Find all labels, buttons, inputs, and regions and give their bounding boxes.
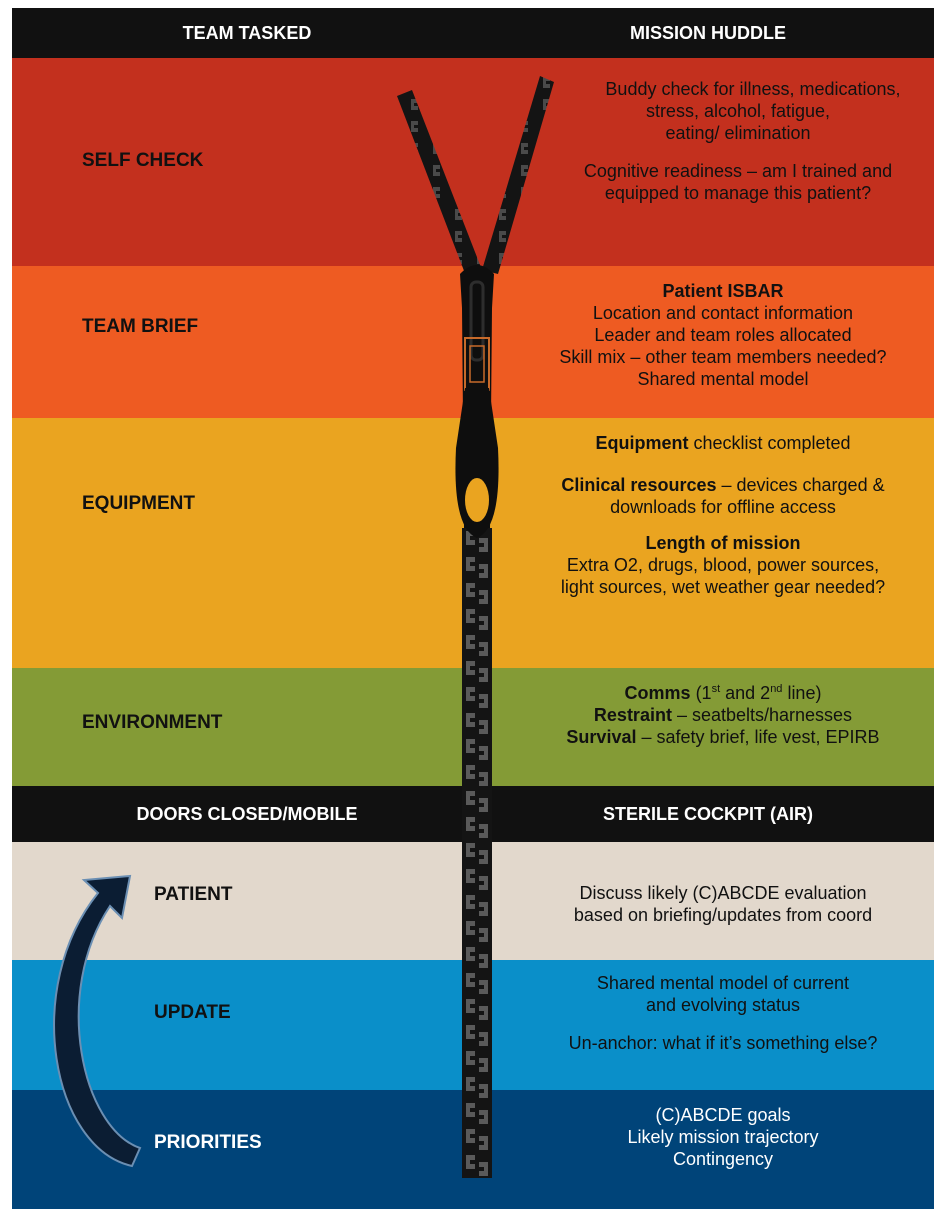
update-label: UPDATE <box>154 1002 231 1023</box>
mission-huddle-diagram: TEAM TASKED MISSION HUDDLE SELF CHECK Bu… <box>12 8 934 1209</box>
team-brief-line: Location and contact information <box>592 303 854 323</box>
priorities-text: (C)ABCDE goals Likely mission trajectory… <box>512 1104 934 1170</box>
divider-right: STERILE COCKPIT (AIR) <box>603 803 813 824</box>
header-bar: TEAM TASKED MISSION HUDDLE <box>12 8 934 58</box>
team-brief-title: Patient ISBAR <box>662 281 784 301</box>
self-check-band: SELF CHECK Buddy check for illness, medi… <box>12 58 934 266</box>
self-check-line: eating/ elimination <box>665 123 811 143</box>
team-brief-band: TEAM BRIEF Patient ISBAR Location and co… <box>12 266 934 418</box>
environment-label: ENVIRONMENT <box>82 712 223 733</box>
update-text: Shared mental model of current and evolv… <box>512 972 934 1054</box>
header-right: MISSION HUDDLE <box>629 22 786 43</box>
patient-text: Discuss likely (C)ABCDE evaluation based… <box>512 882 934 926</box>
divider-bar: DOORS CLOSED/MOBILE STERILE COCKPIT (AIR… <box>12 786 934 842</box>
environment-text: Comms (1st and 2nd line) Restraint – sea… <box>512 682 934 748</box>
equipment-line: light sources, wet weather gear needed? <box>560 577 886 597</box>
patient-label: PATIENT <box>154 884 233 905</box>
patient-line: based on briefing/updates from coord <box>573 905 873 925</box>
team-brief-text: Patient ISBAR Location and contact infor… <box>512 280 934 390</box>
equipment-text: Equipment checklist completed Clinical r… <box>512 432 934 598</box>
equipment-label: EQUIPMENT <box>82 493 195 514</box>
equipment-line: Clinical resources – devices charged & <box>561 475 885 495</box>
patient-line: Discuss likely (C)ABCDE evaluation <box>579 883 867 903</box>
environment-line: Survival – safety brief, life vest, EPIR… <box>566 727 880 747</box>
team-brief-line: Shared mental model <box>637 369 809 389</box>
divider-left: DOORS CLOSED/MOBILE <box>136 803 358 824</box>
self-check-line: stress, alcohol, fatigue, <box>645 101 831 121</box>
priorities-band: PRIORITIES (C)ABCDE goals Likely mission… <box>12 1090 934 1209</box>
environment-line: Comms (1st and 2nd line) <box>624 683 822 703</box>
self-check-line: Buddy check for illness, medications, <box>605 79 901 99</box>
environment-line: Restraint – seatbelts/harnesses <box>593 705 853 725</box>
team-brief-line: Skill mix – other team members needed? <box>559 347 887 367</box>
team-brief-line: Leader and team roles allocated <box>594 325 852 345</box>
update-line: Un-anchor: what if it’s something else? <box>568 1033 878 1053</box>
priorities-line: Contingency <box>672 1149 774 1169</box>
equipment-band: EQUIPMENT Equipment checklist completed … <box>12 418 934 668</box>
priorities-label: PRIORITIES <box>154 1132 262 1153</box>
equipment-line: Equipment checklist completed <box>595 433 851 453</box>
self-check-label: SELF CHECK <box>82 150 204 171</box>
equipment-line: Length of mission <box>645 533 801 553</box>
priorities-line: (C)ABCDE goals <box>655 1105 791 1125</box>
self-check-line: equipped to manage this patient? <box>604 183 872 203</box>
self-check-text: Buddy check for illness, medications, st… <box>542 78 934 204</box>
equipment-line: downloads for offline access <box>610 497 836 517</box>
update-line: and evolving status <box>645 995 801 1015</box>
environment-band: ENVIRONMENT Comms (1st and 2nd line) Res… <box>12 668 934 786</box>
patient-band: PATIENT Discuss likely (C)ABCDE evaluati… <box>12 842 934 960</box>
update-band: UPDATE Shared mental model of current an… <box>12 960 934 1090</box>
equipment-line: Extra O2, drugs, blood, power sources, <box>566 555 880 575</box>
priorities-line: Likely mission trajectory <box>627 1127 819 1147</box>
team-brief-label: TEAM BRIEF <box>82 316 199 337</box>
header-left: TEAM TASKED <box>182 22 312 43</box>
self-check-line: Cognitive readiness – am I trained and <box>583 161 893 181</box>
update-line: Shared mental model of current <box>596 973 850 993</box>
